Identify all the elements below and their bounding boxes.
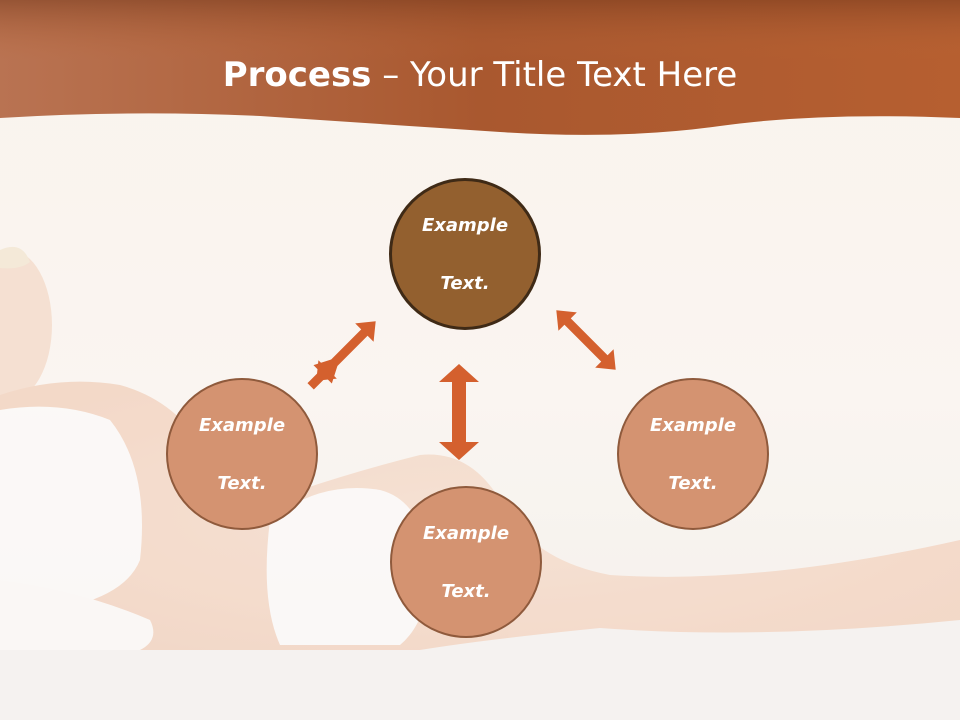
node-bottom-line2: Text. <box>441 580 491 602</box>
arrow-top-left <box>307 321 376 390</box>
node-right-line2: Text. <box>668 472 718 494</box>
arrow-center-vertical <box>439 364 479 460</box>
node-right-line1: Example <box>649 414 737 436</box>
title-bold: Process <box>222 55 372 95</box>
node-top-line2: Text. <box>440 272 490 294</box>
node-left-line1: Example <box>198 414 286 436</box>
node-bottom-line1: Example <box>422 522 510 544</box>
node-top-line1: Example <box>421 214 509 236</box>
slide-title: Process – Your Title Text Here <box>0 52 960 98</box>
arrow-top-right <box>556 310 616 370</box>
title-rest: – Your Title Text Here <box>371 55 738 95</box>
node-left-line2: Text. <box>217 472 267 494</box>
